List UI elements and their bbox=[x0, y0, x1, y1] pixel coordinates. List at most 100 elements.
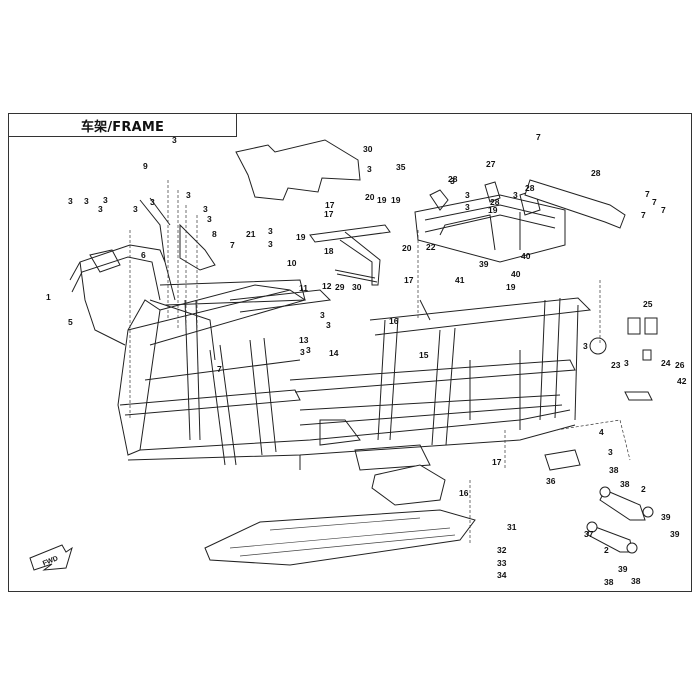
callout-21: 21 bbox=[246, 229, 256, 239]
callout-3: 3 bbox=[172, 135, 177, 145]
callout-40: 40 bbox=[511, 269, 521, 279]
callout-7: 7 bbox=[217, 364, 222, 374]
callout-17: 17 bbox=[404, 275, 414, 285]
part-31-panel bbox=[235, 139, 361, 201]
part-30-strip bbox=[334, 269, 376, 279]
part-32-ribs bbox=[229, 517, 456, 557]
callout-3: 3 bbox=[186, 190, 191, 200]
callout-3: 3 bbox=[367, 164, 372, 174]
callout-7: 7 bbox=[536, 132, 541, 142]
part-32-skid-plate bbox=[204, 509, 476, 566]
callout-3: 3 bbox=[133, 204, 138, 214]
callout-16: 16 bbox=[459, 488, 469, 498]
callout-3: 3 bbox=[300, 347, 305, 357]
callout-5: 5 bbox=[68, 317, 73, 327]
callout-3: 3 bbox=[450, 176, 455, 186]
callout-35: 35 bbox=[396, 162, 406, 172]
leader-lines bbox=[129, 180, 631, 545]
callout-3: 3 bbox=[268, 226, 273, 236]
callout-24: 24 bbox=[661, 358, 671, 368]
callout-31: 31 bbox=[507, 522, 517, 532]
callout-37: 37 bbox=[584, 529, 594, 539]
callout-1: 1 bbox=[46, 292, 51, 302]
callout-11: 11 bbox=[299, 283, 308, 293]
callout-3: 3 bbox=[306, 345, 311, 355]
callout-9: 9 bbox=[143, 161, 148, 171]
callout-3: 3 bbox=[513, 190, 518, 200]
callout-42: 42 bbox=[677, 376, 687, 386]
callout-7: 7 bbox=[661, 205, 666, 215]
callout-19: 19 bbox=[296, 232, 306, 242]
callout-17: 17 bbox=[325, 200, 335, 210]
callout-12: 12 bbox=[322, 281, 332, 291]
callout-19: 19 bbox=[488, 205, 498, 215]
callout-28: 28 bbox=[448, 174, 458, 184]
callout-13: 13 bbox=[299, 335, 309, 345]
callout-3: 3 bbox=[207, 214, 212, 224]
title-box: 车架/FRAME bbox=[9, 114, 237, 137]
callout-23: 23 bbox=[611, 360, 621, 370]
callout-3: 3 bbox=[608, 447, 613, 457]
callout-4: 4 bbox=[599, 427, 604, 437]
callout-39: 39 bbox=[618, 564, 628, 574]
callout-17: 17 bbox=[324, 209, 334, 219]
callout-16: 16 bbox=[389, 316, 399, 326]
callout-32: 32 bbox=[497, 545, 507, 555]
callout-3: 3 bbox=[103, 195, 108, 205]
callout-38: 38 bbox=[604, 577, 614, 587]
callout-33: 33 bbox=[497, 558, 507, 568]
callout-20: 20 bbox=[365, 192, 375, 202]
callout-10: 10 bbox=[287, 258, 297, 268]
callout-27: 27 bbox=[486, 159, 496, 169]
callout-2: 2 bbox=[604, 545, 609, 555]
callout-3: 3 bbox=[326, 320, 331, 330]
callout-25: 25 bbox=[643, 299, 653, 309]
part-18-bracket bbox=[339, 231, 381, 286]
callout-6: 6 bbox=[141, 250, 146, 260]
callout-8: 8 bbox=[212, 229, 217, 239]
callout-3: 3 bbox=[465, 190, 470, 200]
frame-main-body bbox=[117, 284, 592, 471]
callout-7: 7 bbox=[641, 210, 646, 220]
callout-3: 3 bbox=[203, 204, 208, 214]
callout-38: 38 bbox=[620, 479, 630, 489]
callout-15: 15 bbox=[419, 350, 429, 360]
callout-39: 39 bbox=[661, 512, 671, 522]
callout-34: 34 bbox=[497, 570, 507, 580]
callout-2: 2 bbox=[641, 484, 646, 494]
callout-7: 7 bbox=[230, 240, 235, 250]
callout-17: 17 bbox=[492, 457, 502, 467]
right-parts bbox=[589, 317, 658, 401]
callout-3: 3 bbox=[268, 239, 273, 249]
callout-39: 39 bbox=[479, 259, 489, 269]
callout-30: 30 bbox=[363, 144, 373, 154]
callout-3: 3 bbox=[624, 358, 629, 368]
callout-3: 3 bbox=[320, 310, 325, 320]
callout-38: 38 bbox=[631, 576, 641, 586]
callout-19: 19 bbox=[377, 195, 387, 205]
callout-29: 29 bbox=[335, 282, 345, 292]
part-29-rollbar bbox=[524, 179, 626, 229]
callout-28: 28 bbox=[490, 197, 500, 207]
callout-41: 41 bbox=[455, 275, 465, 285]
callout-36: 36 bbox=[546, 476, 556, 486]
part-37-bracket bbox=[544, 449, 581, 471]
callout-3: 3 bbox=[68, 196, 73, 206]
callout-3: 3 bbox=[98, 204, 103, 214]
front-bumper bbox=[69, 197, 332, 346]
callout-30: 30 bbox=[352, 282, 362, 292]
diagram-sheet: 车架/FRAME bbox=[8, 113, 692, 592]
callout-3: 3 bbox=[465, 202, 470, 212]
part-30-strip-2 bbox=[336, 273, 378, 283]
callout-18: 18 bbox=[324, 246, 334, 256]
part-20-crossbar bbox=[309, 224, 391, 243]
callout-7: 7 bbox=[652, 197, 657, 207]
callout-7: 7 bbox=[645, 189, 650, 199]
diagram-title: 车架/FRAME bbox=[80, 119, 165, 135]
callout-20: 20 bbox=[402, 243, 412, 253]
callout-28: 28 bbox=[525, 183, 535, 193]
callout-40: 40 bbox=[521, 251, 531, 261]
callout-28: 28 bbox=[591, 168, 601, 178]
